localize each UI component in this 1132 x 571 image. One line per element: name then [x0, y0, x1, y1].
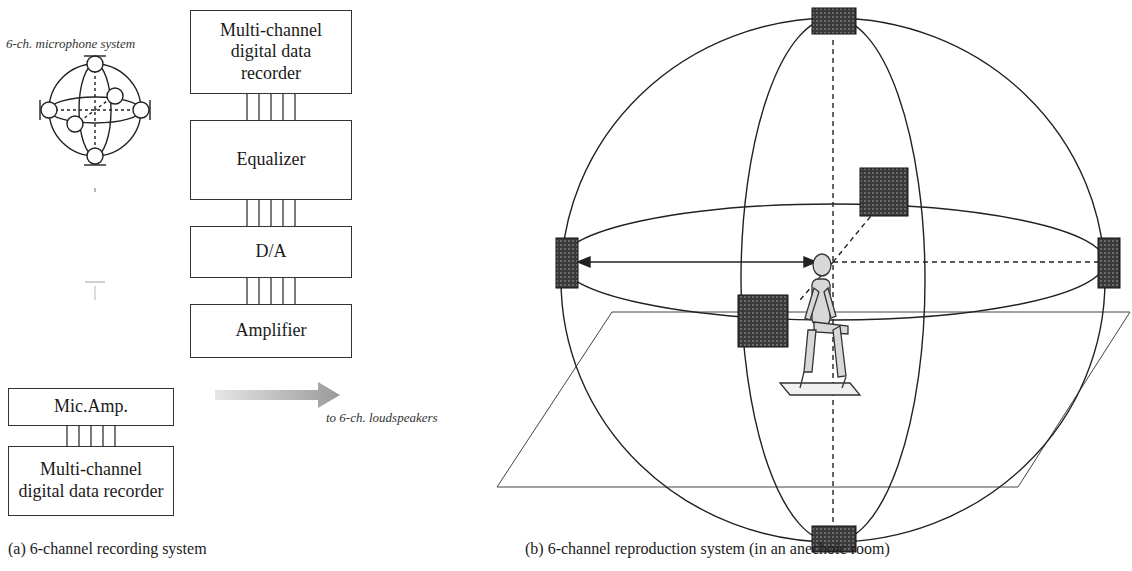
process-box: Mic.Amp. [8, 388, 174, 426]
box-label: Mic.Amp. [54, 396, 128, 418]
wire-bundle [247, 94, 295, 120]
microphone-caption: 6-ch. microphone system [6, 36, 135, 52]
figure-caption: (a) 6-channel recording system [8, 540, 207, 558]
arrow-caption: to 6-ch. loudspeakers [326, 410, 438, 426]
microphone-array [40, 56, 150, 300]
process-box: Equalizer [190, 120, 352, 200]
loudspeaker-sphere [497, 18, 1130, 542]
process-box: D/A [190, 226, 352, 278]
process-box: Multi-channel digital data recorder [8, 446, 174, 516]
wire-bundle [247, 278, 295, 304]
loudspeakers [556, 8, 1120, 552]
signal-arrow [215, 382, 340, 408]
box-label: D/A [256, 241, 287, 263]
process-box: Multi-channel digital data recorder [190, 10, 352, 94]
wire-bundle [67, 426, 115, 446]
box-label: Amplifier [236, 320, 307, 342]
listener-figure [780, 254, 860, 395]
wire-bundle [247, 200, 295, 226]
figure-caption: (b) 6-channel reproduction system (in an… [525, 540, 890, 558]
box-label: Equalizer [237, 149, 306, 171]
box-label: Multi-channel digital data recorder [199, 20, 343, 85]
box-label: Multi-channel digital data recorder [17, 459, 165, 502]
process-box: Amplifier [190, 304, 352, 358]
